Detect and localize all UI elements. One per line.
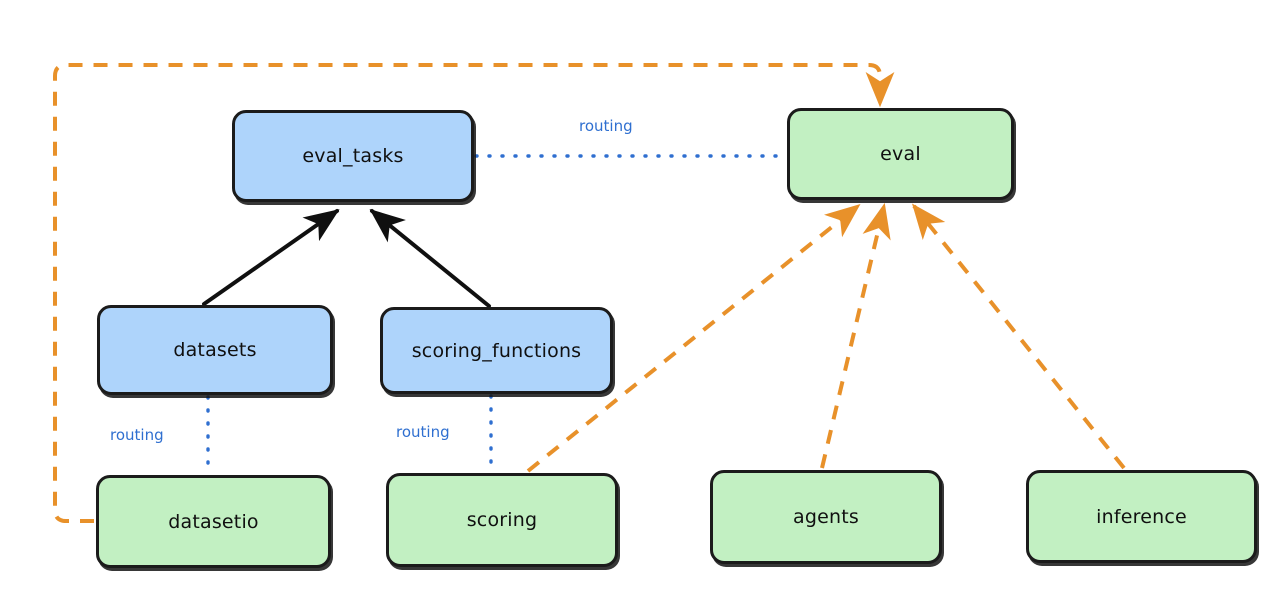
node-eval_tasks[interactable]: eval_tasks bbox=[232, 110, 474, 202]
node-scoring[interactable]: scoring bbox=[386, 473, 618, 567]
edge-label-routing-scoring_functions-scoring: routing bbox=[396, 423, 450, 441]
node-eval-label: eval bbox=[880, 143, 921, 165]
node-datasets[interactable]: datasets bbox=[97, 305, 333, 395]
node-datasetio[interactable]: datasetio bbox=[96, 475, 331, 568]
node-eval[interactable]: eval bbox=[787, 108, 1014, 200]
edge-datasets-to-eval_tasks bbox=[202, 209, 340, 306]
edge-label-routing-eval_tasks-eval: routing bbox=[579, 117, 633, 135]
node-inference-label: inference bbox=[1096, 505, 1187, 528]
node-datasetio-label: datasetio bbox=[168, 510, 259, 533]
node-datasets-label: datasets bbox=[173, 339, 257, 361]
edge-scoring-to-eval bbox=[526, 203, 861, 473]
node-agents[interactable]: agents bbox=[710, 470, 942, 564]
edge-label-routing-datasets-datasetio: routing bbox=[110, 426, 164, 444]
edge-datasetio-to-eval bbox=[53, 63, 895, 523]
edge-inference-to-eval bbox=[911, 203, 1126, 470]
edge-scoring_functions-to-eval_tasks bbox=[369, 208, 491, 308]
node-agents-label: agents bbox=[793, 506, 859, 528]
node-eval_tasks-label: eval_tasks bbox=[302, 145, 404, 167]
node-scoring-label: scoring bbox=[466, 509, 538, 531]
node-scoring_functions[interactable]: scoring_functions bbox=[380, 307, 613, 394]
edge-agents-to-eval bbox=[820, 202, 891, 469]
node-scoring_functions-label: scoring_functions bbox=[411, 339, 582, 362]
node-inference[interactable]: inference bbox=[1026, 470, 1257, 563]
